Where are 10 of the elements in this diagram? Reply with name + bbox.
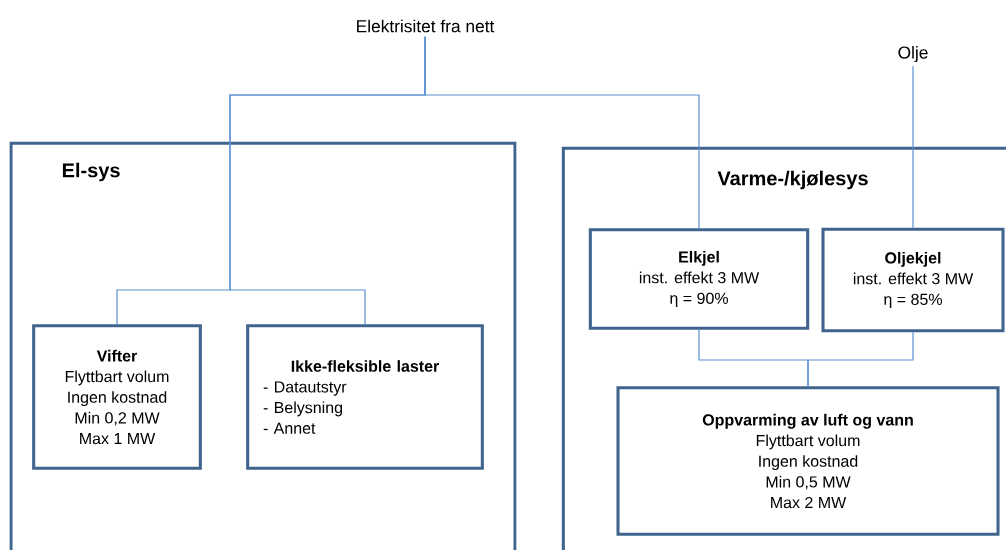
process-box: Elkjel inst. effekt 3 MW η = 90%: [588, 228, 810, 330]
connector-line: [807, 331, 914, 387]
process-box: Oljekjel inst. effekt 3 MW η = 85%: [821, 227, 1005, 333]
connector-line: [424, 36, 700, 229]
process-box: Vifter Flyttbart volum Ingen kostnad Min 0,2 MW Max 1 MW: [32, 324, 202, 470]
connector-line: [912, 65, 914, 229]
source-label: Olje: [898, 45, 928, 63]
process-box: Ikke-fleksible laster - Datautstyr - Belysning - Annet: [246, 324, 484, 470]
source-label: Elektrisitet fra nett: [357, 19, 495, 33]
process-box: Oppvarming av luft og vann Flyttbart volum Ingen kostnad Min 0,5 MW Max 2 MW: [616, 386, 1000, 536]
